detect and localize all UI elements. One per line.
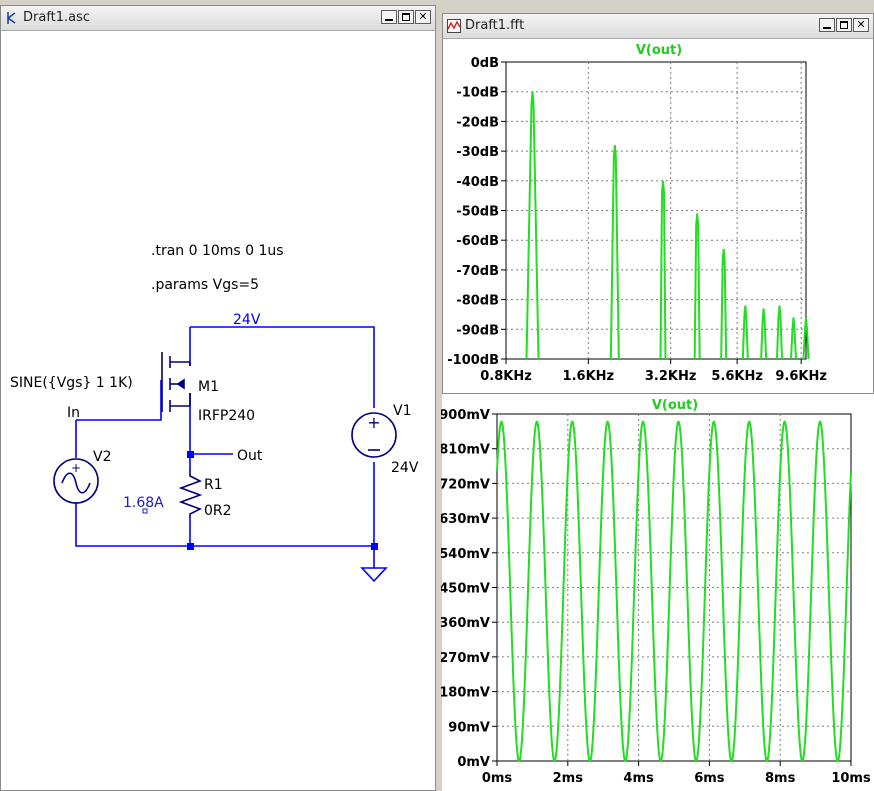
ground-symbol [360, 567, 388, 583]
fft-y-tick-label: -20dB [456, 115, 499, 130]
fft-y-tick-label: 0dB [471, 56, 499, 71]
fft-peak [802, 317, 810, 360]
time-y-tick-label: 450mV [441, 582, 490, 597]
tran-directive[interactable]: .tran 0 10ms 0 1us [151, 243, 284, 259]
fft-y-tick-label: -30dB [456, 145, 499, 160]
schematic-app-icon [7, 12, 16, 24]
fft-x-tick-label: 5.6KHz [711, 369, 763, 384]
fft-peak [741, 305, 749, 360]
time-x-tick-label: 10ms [831, 771, 871, 786]
fft-y-tick-label: -50dB [456, 205, 499, 220]
fft-y-tick-label: -90dB [456, 323, 499, 338]
current-probe-readout: 1.68A [123, 495, 164, 511]
schematic-canvas[interactable]: .tran 0 10ms 0 1us .params Vgs=5 [0, 0, 436, 786]
schematic-title: Draft1.asc [23, 10, 91, 25]
fft-x-tick-label: 0.8KHz [480, 369, 532, 384]
schematic-window[interactable]: Draft1.asc ✕ .tran 0 10ms 0 1us .params … [0, 5, 436, 791]
v1-value: 24V [391, 460, 419, 476]
fft-x-tick-label: 9.6KHz [775, 369, 827, 384]
net-out-label: Out [237, 448, 263, 464]
fft-peak [789, 317, 797, 360]
time-x-tick-label: 0ms [482, 771, 513, 786]
mosfet-m1-symbol[interactable] [161, 352, 191, 412]
time-y-tick-label: 540mV [441, 547, 490, 562]
svg-text:+: + [71, 461, 81, 475]
maximize-button[interactable] [836, 18, 852, 32]
schematic-titlebar[interactable]: Draft1.asc ✕ [1, 6, 435, 31]
fft-titlebar[interactable]: Draft1.fft ✕ [443, 14, 873, 39]
time-trace-label[interactable]: V(out) [652, 398, 698, 413]
r1-value: 0R2 [204, 503, 232, 519]
fft-trace-label[interactable]: V(out) [636, 43, 682, 58]
time-y-tick-label: 180mV [441, 686, 490, 701]
fft-peak [775, 305, 783, 360]
v2-value: SINE({Vgs} 1 1K) [10, 375, 133, 391]
time-window[interactable]: V(out) 900mV 810mV 720mV 630mV 540mV 450mV 360… [441, 394, 874, 791]
fft-peak [720, 249, 728, 360]
net-in-label: In [67, 405, 80, 421]
time-x-tick-label: 2ms [553, 771, 584, 786]
svg-text:+: + [367, 413, 380, 432]
current-probe-marker [142, 508, 148, 514]
time-plot[interactable]: V(out) 900mV 810mV 720mV 630mV 540mV 450mV 360… [441, 394, 873, 791]
fft-y-tick-label: -40dB [456, 175, 499, 190]
close-button[interactable]: ✕ [853, 18, 869, 32]
params-directive[interactable]: .params Vgs=5 [151, 277, 259, 293]
time-y-tick-label: 720mV [441, 477, 490, 492]
m1-name: M1 [198, 379, 219, 395]
junction-dots [187, 451, 378, 550]
time-y-tick-label: 90mV [448, 720, 490, 735]
fft-peak [609, 145, 620, 360]
time-y-tick-label: 270mV [441, 651, 490, 666]
time-y-tick-label: 0mV [457, 755, 490, 770]
time-y-tick-label: 810mV [441, 443, 490, 458]
time-x-tick-label: 4ms [623, 771, 654, 786]
fft-y-tick-label: -70dB [456, 264, 499, 279]
fft-x-tick-label: 3.2KHz [645, 369, 697, 384]
voltage-source-v2[interactable]: + [53, 458, 99, 504]
time-trace-line [496, 420, 852, 763]
fft-window[interactable]: Draft1.fft ✕ V(out) 0dB -10dB -20dB -30dB -4… [442, 13, 874, 394]
waveform-app-icon [447, 19, 461, 33]
v2-name: V2 [93, 449, 111, 465]
time-y-tick-label: 360mV [441, 616, 490, 631]
time-y-tick-label: 630mV [441, 512, 490, 527]
fft-title: Draft1.fft [465, 18, 525, 33]
resistor-r1[interactable] [178, 470, 203, 518]
voltage-source-v1[interactable]: + [351, 412, 397, 458]
maximize-button[interactable] [398, 10, 414, 24]
fft-peak [659, 180, 667, 360]
fft-y-tick-label: -100dB [447, 353, 499, 368]
fft-x-tick-label: 1.6KHz [563, 369, 615, 384]
fft-plot[interactable]: V(out) 0dB -10dB -20dB -30dB -40dB -50dB -60dB… [442, 39, 874, 395]
fft-peak [693, 213, 701, 360]
fft-y-tick-label: -60dB [456, 234, 499, 249]
minimize-button[interactable] [381, 10, 397, 24]
time-x-tick-label: 8ms [765, 771, 796, 786]
m1-model: IRFP240 [198, 408, 255, 424]
time-y-tick-label: 900mV [441, 408, 490, 423]
r1-name: R1 [204, 477, 223, 493]
minimize-button[interactable] [819, 18, 835, 32]
net-24v-label: 24V [233, 312, 261, 328]
fft-y-tick-label: -80dB [456, 294, 499, 309]
fft-peak [760, 308, 768, 360]
fft-y-tick-label: -10dB [456, 86, 499, 101]
fft-peak [525, 91, 540, 360]
close-button[interactable]: ✕ [415, 10, 431, 24]
v1-name: V1 [393, 403, 411, 419]
time-x-tick-label: 6ms [694, 771, 725, 786]
wires [75, 326, 375, 568]
